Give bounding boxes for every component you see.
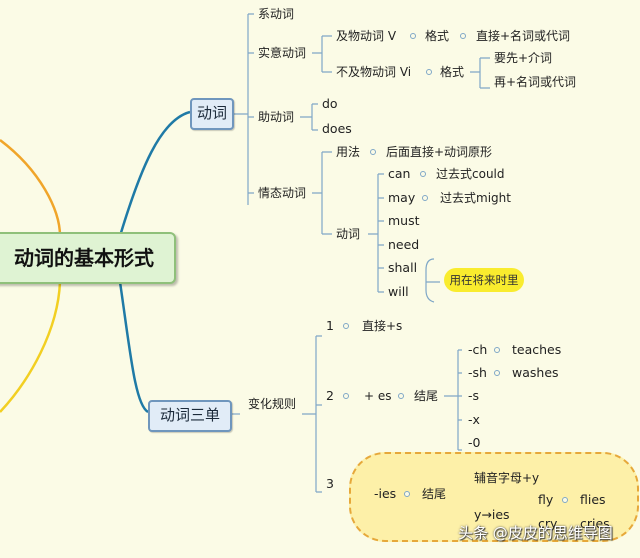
fly-dot-icon bbox=[562, 497, 568, 503]
rule2-text-dot-icon bbox=[398, 393, 404, 399]
transitive-dot-icon bbox=[410, 33, 416, 39]
rule3-condition[interactable]: 辅音字母+y bbox=[474, 471, 540, 485]
rule3-highlight bbox=[349, 452, 639, 542]
example-washes[interactable]: washes bbox=[512, 365, 559, 380]
rule2-ending-label[interactable]: 结尾 bbox=[414, 389, 439, 403]
modal-will[interactable]: will bbox=[388, 284, 409, 299]
transitive-pattern-label[interactable]: 格式 bbox=[425, 29, 450, 43]
intransitive-pattern-1[interactable]: 要先+介词 bbox=[494, 51, 553, 65]
ending-ch[interactable]: -ch bbox=[468, 342, 488, 357]
pair-cries[interactable]: cries bbox=[580, 516, 610, 531]
ending-sh[interactable]: -sh bbox=[468, 365, 487, 380]
ending-0[interactable]: -0 bbox=[468, 435, 481, 450]
ending-s[interactable]: -s bbox=[468, 388, 480, 403]
rule3-text[interactable]: -ies bbox=[374, 486, 397, 501]
modal-need[interactable]: need bbox=[388, 237, 420, 252]
pair-flies[interactable]: flies bbox=[580, 492, 606, 507]
intransitive-pattern-2[interactable]: 再+名词或代词 bbox=[494, 75, 577, 89]
rule2-dot-icon bbox=[343, 393, 349, 399]
rule2-text[interactable]: + es bbox=[364, 389, 392, 403]
modal-can[interactable]: can bbox=[388, 166, 411, 181]
modal-shall[interactable]: shall bbox=[388, 260, 418, 275]
modal-must[interactable]: must bbox=[388, 213, 420, 228]
modal-label[interactable]: 情态动词 bbox=[258, 186, 307, 200]
auxiliary-do[interactable]: do bbox=[322, 96, 338, 111]
rule3-change[interactable]: y→ies bbox=[474, 507, 510, 522]
rule1-text[interactable]: 直接+s bbox=[362, 319, 403, 333]
root-node[interactable]: 动词的基本形式 bbox=[0, 232, 176, 284]
ch-dot-icon bbox=[494, 347, 500, 353]
example-teaches[interactable]: teaches bbox=[512, 342, 562, 357]
third-person-node[interactable]: 动词三单 bbox=[148, 400, 232, 432]
watermark: 头条 @皮皮的思维导图 bbox=[458, 524, 613, 542]
linking-verb-label[interactable]: 系动词 bbox=[258, 7, 295, 21]
auxiliary-label[interactable]: 助动词 bbox=[258, 110, 295, 124]
usage-dot-icon bbox=[370, 149, 376, 155]
modal-usage-label[interactable]: 用法 bbox=[336, 145, 361, 159]
intransitive-pattern-label[interactable]: 格式 bbox=[440, 65, 465, 79]
may-past[interactable]: 过去式might bbox=[440, 191, 511, 205]
auxiliary-does[interactable]: does bbox=[322, 121, 352, 136]
ending-x[interactable]: -x bbox=[468, 412, 480, 427]
transitive-label[interactable]: 及物动词 V bbox=[336, 29, 397, 43]
pair-cry[interactable]: cry bbox=[538, 516, 558, 531]
pair-fly[interactable]: fly bbox=[538, 492, 554, 507]
future-note[interactable]: 用在将来时里 bbox=[444, 268, 524, 292]
transitive-pattern[interactable]: 直接+名词或代词 bbox=[476, 29, 571, 43]
rule2-number[interactable]: 2 bbox=[326, 388, 334, 403]
rule1-dot-icon bbox=[343, 323, 349, 329]
sh-dot-icon bbox=[494, 370, 500, 376]
rule3-number[interactable]: 3 bbox=[326, 476, 334, 491]
rule3-dot-icon bbox=[404, 491, 410, 497]
rule1-number[interactable]: 1 bbox=[326, 318, 334, 333]
may-dot-icon bbox=[422, 195, 428, 201]
notional-verb-label[interactable]: 实意动词 bbox=[258, 46, 307, 60]
verb-node[interactable]: 动词 bbox=[190, 98, 234, 130]
pattern-dot-icon bbox=[460, 33, 466, 39]
modal-may[interactable]: may bbox=[388, 190, 416, 205]
rules-label[interactable]: 变化规则 bbox=[248, 397, 297, 411]
can-dot-icon bbox=[420, 171, 426, 177]
can-past[interactable]: 过去式could bbox=[436, 167, 505, 181]
modal-verbs-label[interactable]: 动词 bbox=[336, 227, 361, 241]
intransitive-label[interactable]: 不及物动词 Vi bbox=[336, 65, 412, 79]
intransitive-dot-icon bbox=[426, 69, 432, 75]
rule3-ending-label[interactable]: 结尾 bbox=[422, 487, 447, 501]
modal-usage[interactable]: 后面直接+动词原形 bbox=[386, 145, 493, 159]
